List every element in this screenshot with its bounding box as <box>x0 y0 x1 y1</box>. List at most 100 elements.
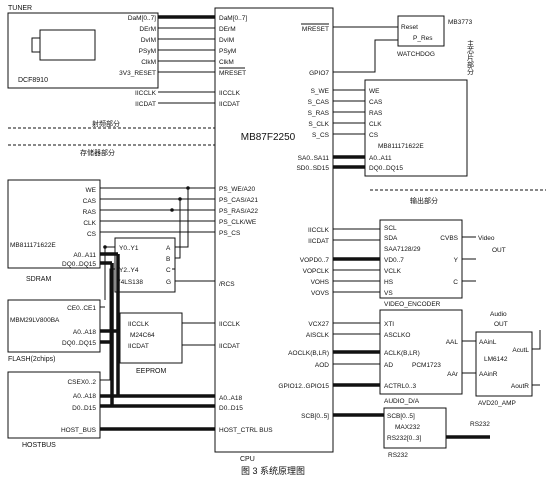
cpu-pin-scas: S_CAS <box>308 99 330 106</box>
venc-caption: VIDEO_ENCODER <box>384 301 441 308</box>
tuner-connector <box>31 37 41 53</box>
cpu-pin-aoclk: AOCLK(B,LR) <box>288 350 329 357</box>
venc-out-video: Video <box>478 235 495 242</box>
cpu-pin-swe: S_WE <box>311 88 330 95</box>
cpu-pin-vcx27: VCX27 <box>308 321 329 328</box>
audio-aar: AAr <box>447 371 459 378</box>
hostbus-caption: HOSTBUS <box>22 442 56 449</box>
tuner-pin-psym: PSyM <box>139 48 156 55</box>
cpu-pin-gpio12: GPIO12..GPIO15 <box>278 383 329 390</box>
watchdog-box <box>397 15 445 47</box>
hostbus-block: CSEX0..2 A0..A18 D0..D15 HOST_BUS HOSTBU… <box>7 252 215 449</box>
venc-vd: VD0..7 <box>384 257 404 264</box>
eeprom-block: IICCLK M24C64 IICDAT EEPROM <box>119 312 215 375</box>
cpu-pin-psym: PSyM <box>219 48 236 55</box>
flash-block: CE0..CE1 MBM29LV800BA A0..A18 DQ0..DQ15 … <box>7 299 105 363</box>
decoder-box <box>114 237 176 293</box>
sdram-right-box <box>364 79 468 177</box>
eeprom-iicdat: IICDAT <box>128 343 149 350</box>
decoder-c: C <box>166 267 171 274</box>
tuner-pin-dvim: DvIM <box>141 37 156 44</box>
flash-box <box>7 299 101 353</box>
cpu-pin-iicclk-2: IICCLK <box>219 321 241 328</box>
sdram-r-we: WE <box>369 88 380 95</box>
cpu-pin-iicdat-r: IICDAT <box>308 238 329 245</box>
flash-part: MBM29LV800BA <box>10 317 60 324</box>
audio-da-box <box>379 309 463 395</box>
watchdog-pin-reset: Reset <box>401 24 418 31</box>
audio-ad: AD <box>384 362 393 369</box>
cpu-caption: CPU <box>240 456 255 463</box>
venc-vclk: VCLK <box>384 268 402 275</box>
amp-caption: AVD20_AMP <box>478 400 516 407</box>
amp-acutl: AcutL <box>512 347 529 354</box>
rs232-block: SCB[0..5] MAX232 RS232[0..3] RS232 RS232 <box>333 407 490 459</box>
sdram-l-cas: CAS <box>83 198 97 205</box>
rf-label: 射频部分 <box>92 119 120 128</box>
cpu-pin-sclk: S_CLK <box>308 121 329 128</box>
sdram-l-clk: CLK <box>83 220 96 227</box>
sdram-right-block: WE CAS RAS CLK CS MB811171622E A0..A11 D… <box>333 79 468 177</box>
rs232-scb: SCB[0..5] <box>387 413 415 420</box>
cpu-pin-iicclk-r: IICCLK <box>308 227 330 234</box>
sdram-r-cs: CS <box>369 132 379 139</box>
hostbus-host: HOST_BUS <box>61 427 97 434</box>
audio-da-block: XTI ASCLKO ACLK(B,LR) AD ACTRL0..3 PCM17… <box>333 309 463 405</box>
eeprom-caption: EEPROM <box>136 368 167 375</box>
audio-xti: XTI <box>384 321 394 328</box>
cpu-block: MB87F2250 CPU DaM[0..7] DErM DvIM PSyM C… <box>214 7 334 463</box>
venc-cvbs: CVBS <box>440 235 458 242</box>
cpu-pin-d0d15: D0..D15 <box>219 405 243 412</box>
cpu-pin-pscs: PS_CS <box>219 230 241 237</box>
sdram-l-ras: RAS <box>83 209 97 216</box>
audio-aal: AAL <box>446 339 459 346</box>
rs232-caption: RS232 <box>388 452 408 459</box>
cpu-pin-sa: SA0..SA11 <box>298 155 330 162</box>
venc-hs: HS <box>384 279 394 286</box>
amp-aainl: AAinL <box>479 339 497 346</box>
watchdog-pin-pres: P_Res <box>413 35 433 42</box>
cpu-pin-sd: SD0..SD15 <box>296 165 329 172</box>
hostbus-csex: CSEX0..2 <box>67 379 96 386</box>
watchdog-caption: WATCHDOG <box>397 51 435 58</box>
venc-vs: VS <box>384 290 393 297</box>
tuner-wires <box>158 15 215 104</box>
cpu-pin-iicclk: IICCLK <box>219 90 241 97</box>
cpu-pin-vovs: VOVS <box>311 290 330 297</box>
cpu-pin-clkm: ClkM <box>219 59 234 66</box>
amp-aainr: AAinR <box>479 371 498 378</box>
rs232-box <box>383 407 447 449</box>
sdram-l-a: A0..A11 <box>73 252 96 259</box>
tuner-pin-iicclk: IICCLK <box>135 90 157 97</box>
cpu-pin-gpio7: GPIO7 <box>309 70 329 77</box>
out-label: 输出部分 <box>410 196 438 205</box>
cpu-pin-psclk: PS_CLK/WE <box>219 219 257 226</box>
decoder-block: Y0..Y1 Y2..Y4 74LS138 A B C G <box>100 188 215 381</box>
eeprom-box <box>119 312 183 364</box>
mem-label: 存储器部分 <box>80 148 115 157</box>
watchdog-part: MB3773 <box>448 19 473 26</box>
flash-caption: FLASH(2chips) <box>8 356 55 363</box>
sdram-l-cs: CS <box>87 231 97 238</box>
sdram-left-box <box>7 179 101 269</box>
cpu-pin-aisclk: AISCLK <box>306 332 330 339</box>
decoder-a: A <box>166 245 171 252</box>
tuner-part: DCF8910 <box>18 77 48 84</box>
cpu-pin-pscas: PS_CAS/A21 <box>219 197 258 204</box>
sdram-r-part: MB811171622E <box>378 143 424 150</box>
eeprom-part: M24C64 <box>130 332 155 339</box>
cpu-box <box>214 7 334 453</box>
decoder-y2: Y2..Y4 <box>119 267 139 274</box>
sdram-l-we: WE <box>86 187 97 194</box>
cpu-pin-a0a18: A0..A18 <box>219 395 243 402</box>
venc-part: SAA7128/29 <box>384 246 421 253</box>
cpu-pin-vopd: VOPD0..7 <box>300 257 330 264</box>
cpu-pin-host: HOST_CTRL BUS <box>219 427 273 434</box>
main-chip-label: 主芯片部分 <box>467 39 475 76</box>
flash-ce: CE0..CE1 <box>67 305 96 312</box>
video-encoder-block: SCL SDA VD0..7 VCLK HS VS SAA7128/29 CVB… <box>333 219 506 308</box>
tuner-pin-iicdat: IICDAT <box>135 101 156 108</box>
venc-scl: SCL <box>384 225 397 232</box>
sdram-r-ras: RAS <box>369 110 383 117</box>
audio-amp-block: Audio OUT AAinL AAinR LM6142 AcutL AoutR… <box>462 311 541 407</box>
